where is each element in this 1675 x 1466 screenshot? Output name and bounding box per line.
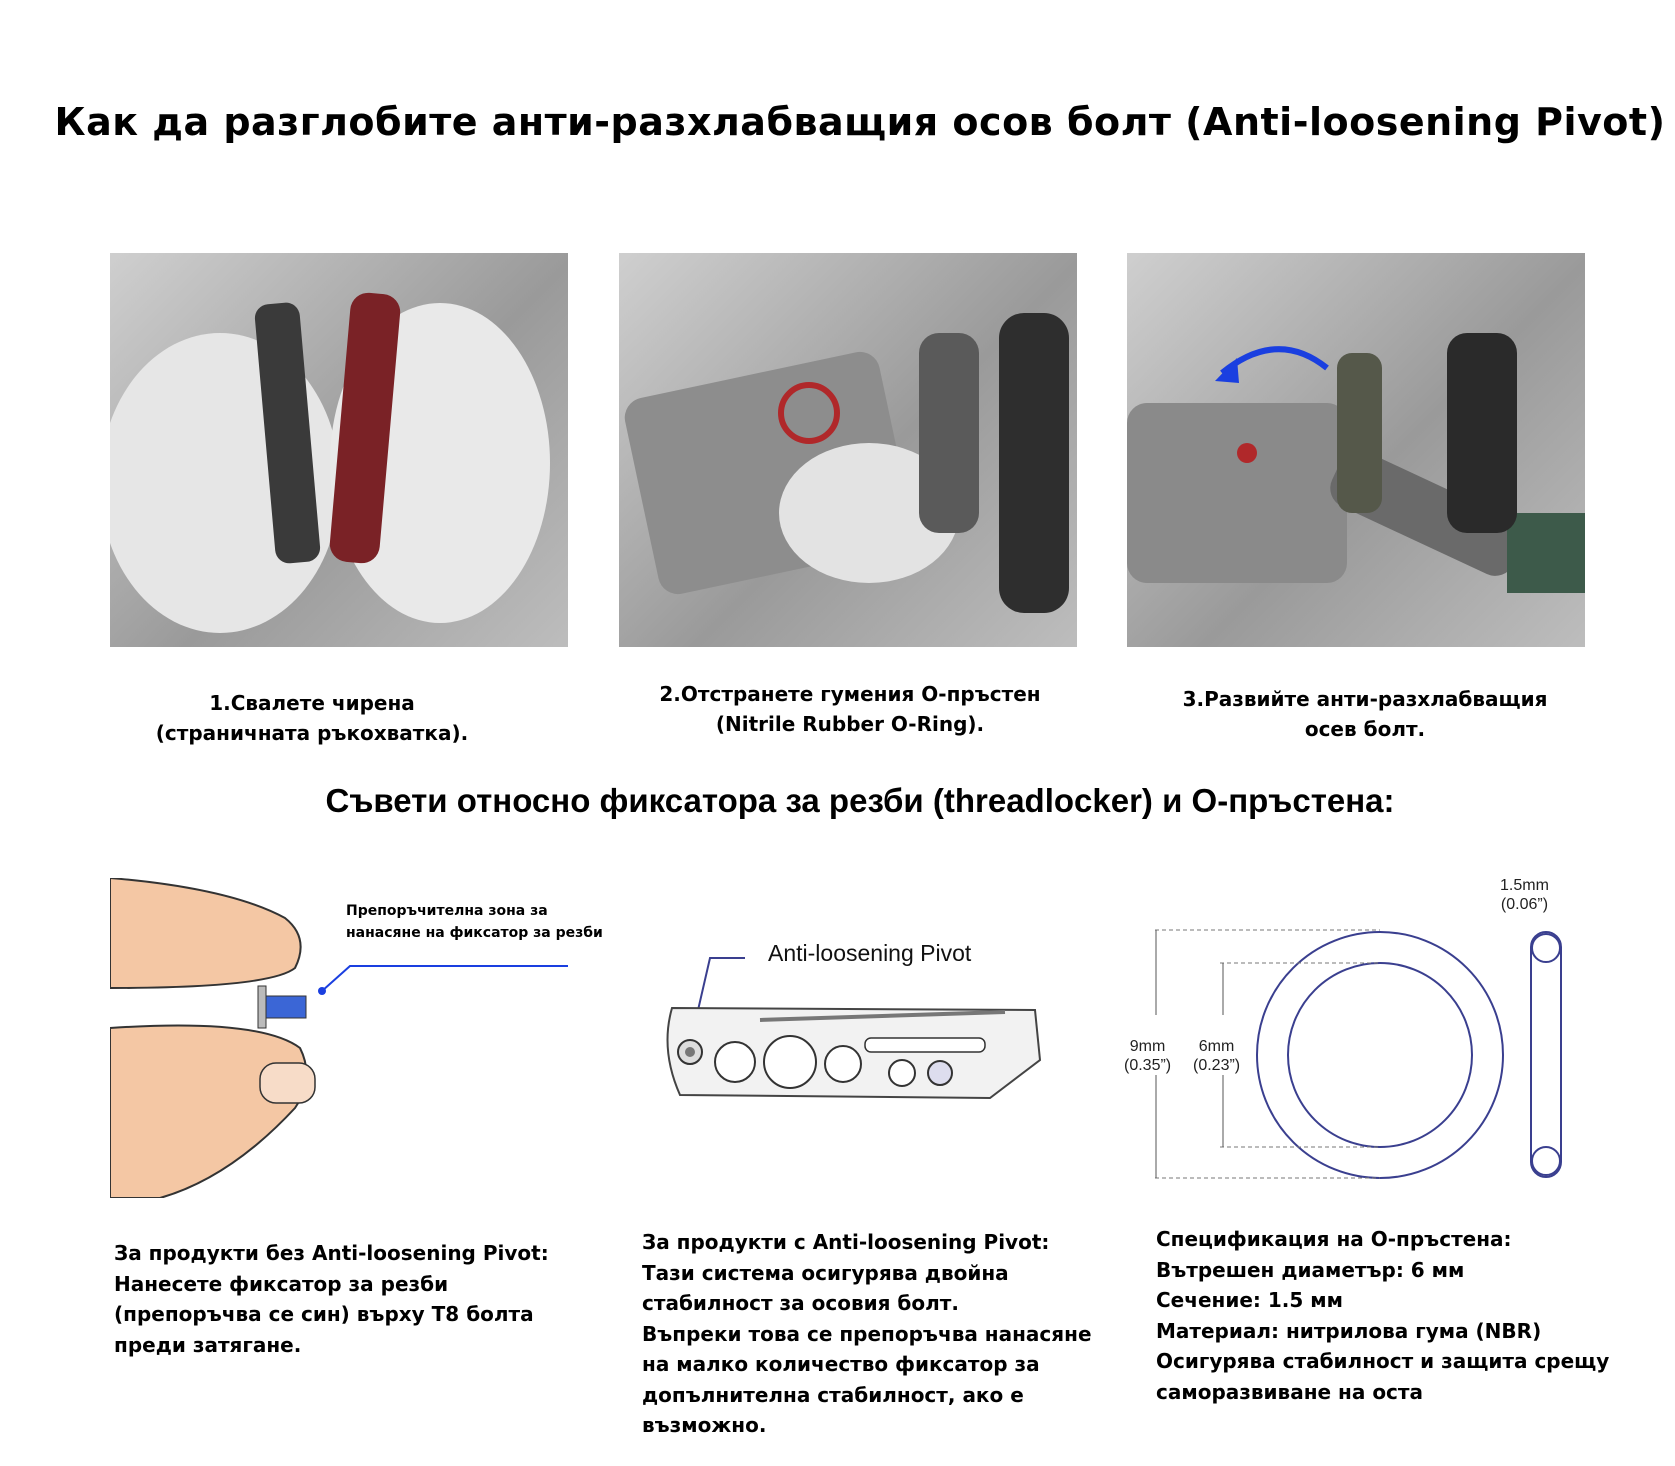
screw-diagram (109, 876, 650, 1199)
section-subtitle: Съвети относно фиксатора за резби (threa… (325, 782, 1395, 819)
oring-diagram (1140, 870, 1600, 1190)
tip-without-pivot: За продукти без Anti-loosening Pivot:Нан… (114, 1241, 549, 1357)
pivot-label: Anti-loosening Pivot (768, 940, 972, 966)
step-3-photo (1127, 253, 1585, 647)
step-2-caption: 2.Отстранете гумения О-пръстен(Nitrile R… (659, 682, 1041, 736)
oring-outer-diameter-label: 9mm(0.35”) (1124, 1038, 1172, 1074)
oring-inner-diameter-label: 6mm(0.23”) (1193, 1038, 1241, 1074)
oring-spec: Спецификация на О-пръстена:Вътрешен диам… (1156, 1227, 1610, 1404)
tip-with-pivot: За продукти с Anti-loosening Pivot:Тази … (642, 1230, 1092, 1437)
step-2-photo (619, 253, 1077, 647)
step-1-caption: 1.Свалете чирена(страничната ръкохватка)… (155, 691, 469, 745)
step-1-photo (110, 253, 568, 647)
oring-width-label: 1.5mm(0.06”) (1500, 877, 1549, 913)
pivot-diagram (650, 930, 1050, 1110)
page-title: Как да разглобите анти-разхлабващия осов… (54, 100, 1666, 144)
